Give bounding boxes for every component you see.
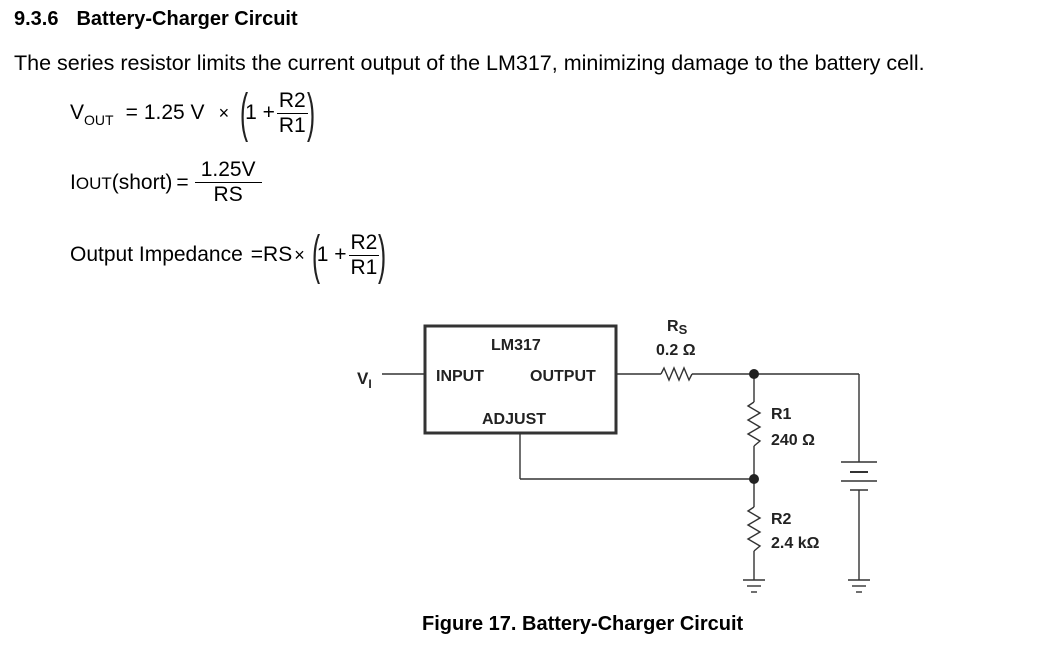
r1-name: R1 (771, 406, 792, 423)
section-number: 9.3.6 (14, 8, 59, 30)
numerator: R2 (348, 230, 380, 256)
r2-name: R2 (771, 511, 792, 528)
rs-value: 0.2 Ω (656, 342, 696, 359)
left-paren: ( (240, 83, 249, 143)
ground-icon (848, 579, 870, 593)
equation-vout: VOUT = 1.25 V × ( 1 + R2 R1 ) (70, 86, 320, 140)
one-plus: 1 + (245, 101, 275, 124)
r1-value: 240 Ω (771, 432, 815, 449)
pin-input-label: INPUT (436, 368, 484, 385)
equation-iout-short: IOUT(short) = 1.25V RS (70, 158, 264, 207)
regulator-name: LM317 (491, 337, 541, 354)
junction-dot-icon (749, 369, 759, 379)
equals-sign: = (176, 170, 189, 194)
fraction-r2-r1: R2 R1 (276, 88, 308, 138)
rs-term: RS (263, 243, 293, 266)
resistor-icon (660, 366, 693, 382)
constant: 1.25 V (143, 101, 205, 124)
numerator: 1.25V (194, 158, 262, 183)
rs-name: RS (667, 318, 688, 337)
fraction-125v-rs: 1.25V RS (194, 158, 262, 207)
denominator: R1 (278, 113, 306, 137)
section-title: Battery-Charger Circuit (76, 8, 298, 30)
r2-value: 2.4 kΩ (771, 535, 820, 552)
equation-output-impedance: Output Impedance = RS × ( 1 + R2 R1 ) (70, 228, 391, 282)
resistor-icon (746, 506, 762, 552)
ground-icon (743, 579, 765, 593)
section-heading: 9.3.6 Battery-Charger Circuit (14, 8, 298, 31)
right-paren: ) (378, 225, 387, 285)
iout-lhs: IOUT(short) (70, 170, 173, 194)
pin-output-label: OUTPUT (530, 368, 596, 385)
junction-dot-icon (749, 474, 759, 484)
equals-sign: = (125, 101, 138, 124)
fraction-r2-r1: R2 R1 (348, 230, 380, 280)
figure-caption: Figure 17. Battery-Charger Circuit (422, 613, 744, 635)
denominator: R1 (350, 255, 378, 279)
left-paren: ( (311, 225, 320, 285)
vout-lhs: VOUT (70, 101, 114, 128)
resistor-icon (746, 401, 762, 447)
pin-adjust-label: ADJUST (482, 411, 546, 428)
right-paren: ) (306, 83, 315, 143)
input-label: VI (357, 369, 372, 391)
one-plus: 1 + (316, 243, 347, 266)
equals-sign: = (250, 243, 264, 266)
times-sign: × (218, 102, 230, 123)
denominator: RS (213, 183, 243, 206)
impedance-lhs: Output Impedance (70, 243, 243, 266)
times-sign: × (294, 244, 305, 265)
description-paragraph: The series resistor limits the current o… (14, 51, 925, 75)
battery-icon (841, 461, 877, 491)
numerator: R2 (276, 88, 308, 114)
